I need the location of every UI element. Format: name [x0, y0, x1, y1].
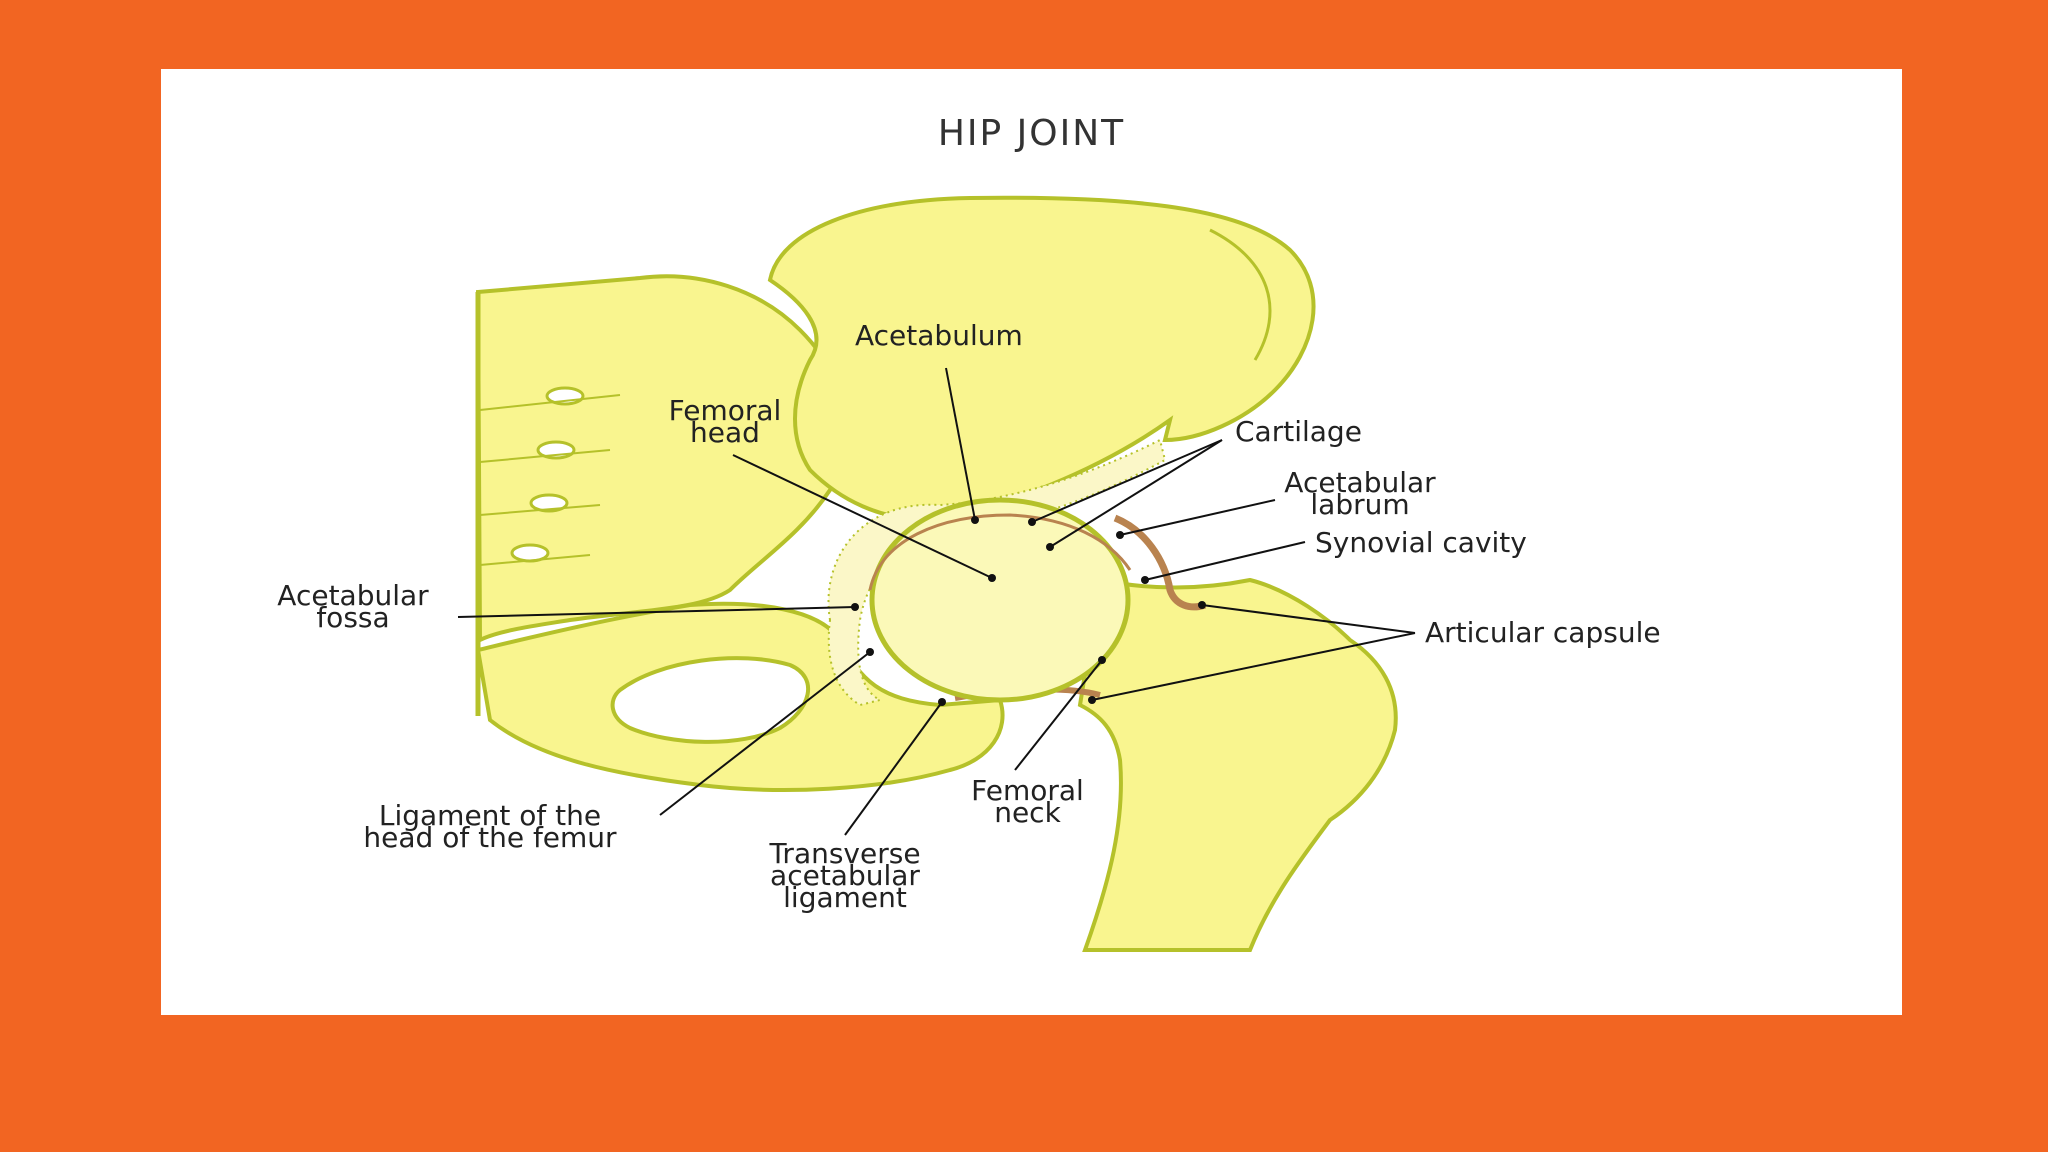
pelvis-left-bone — [475, 274, 849, 644]
ilium — [767, 195, 1316, 523]
ilium-crest-line — [1209, 228, 1272, 361]
sacrum-lines — [479, 394, 621, 566]
label-transverse-acetabular-ligament: Transverse acetabular ligament — [735, 837, 955, 914]
label-transverse-line3: ligament — [783, 881, 907, 914]
label-femoral-head-line1: Femoral — [668, 394, 782, 427]
label-acetabular-labrum: Acetabular labrum — [1255, 466, 1465, 521]
label-acetabular-labrum-line2: labrum — [1310, 488, 1410, 521]
label-acetabular-fossa: Acetabular fossa — [248, 579, 458, 634]
label-acetabular-fossa-line2: fossa — [316, 601, 390, 634]
leader-endpoints — [851, 516, 1206, 706]
sacral-foramen — [529, 493, 569, 513]
label-transverse-line2: acetabular — [770, 859, 920, 892]
leader-lines — [457, 367, 1416, 836]
label-cartilage: Cartilage — [1235, 415, 1362, 448]
label-transverse-line1: Transverse — [769, 837, 921, 870]
obturator-foramen — [610, 656, 810, 744]
label-femoral-neck-line1: Femoral — [971, 774, 1084, 807]
articular-cartilage-arc — [868, 513, 1132, 591]
label-femoral-head: Femoral head — [645, 394, 805, 449]
label-acetabular-fossa-line1: Acetabular — [277, 579, 429, 612]
label-femoral-neck: Femoral neck — [945, 774, 1110, 829]
label-femoral-neck-line2: neck — [994, 796, 1061, 829]
femur — [1077, 577, 1398, 952]
label-synovial-cavity: Synovial cavity — [1315, 526, 1527, 559]
femoral-head — [869, 497, 1131, 703]
label-ligament-head-femur: Ligament of the head of the femur — [320, 799, 660, 854]
label-ligament-head-femur-line2: head of the femur — [363, 821, 617, 854]
label-femoral-head-line2: head — [690, 416, 760, 449]
label-ligament-head-femur-line1: Ligament of the — [378, 799, 602, 832]
label-acetabular-labrum-line1: Acetabular — [1284, 466, 1436, 499]
diagram-title: HIP JOINT — [937, 113, 1126, 154]
label-acetabulum: Acetabulum — [855, 319, 1023, 352]
label-articular-capsule: Articular capsule — [1425, 616, 1661, 649]
